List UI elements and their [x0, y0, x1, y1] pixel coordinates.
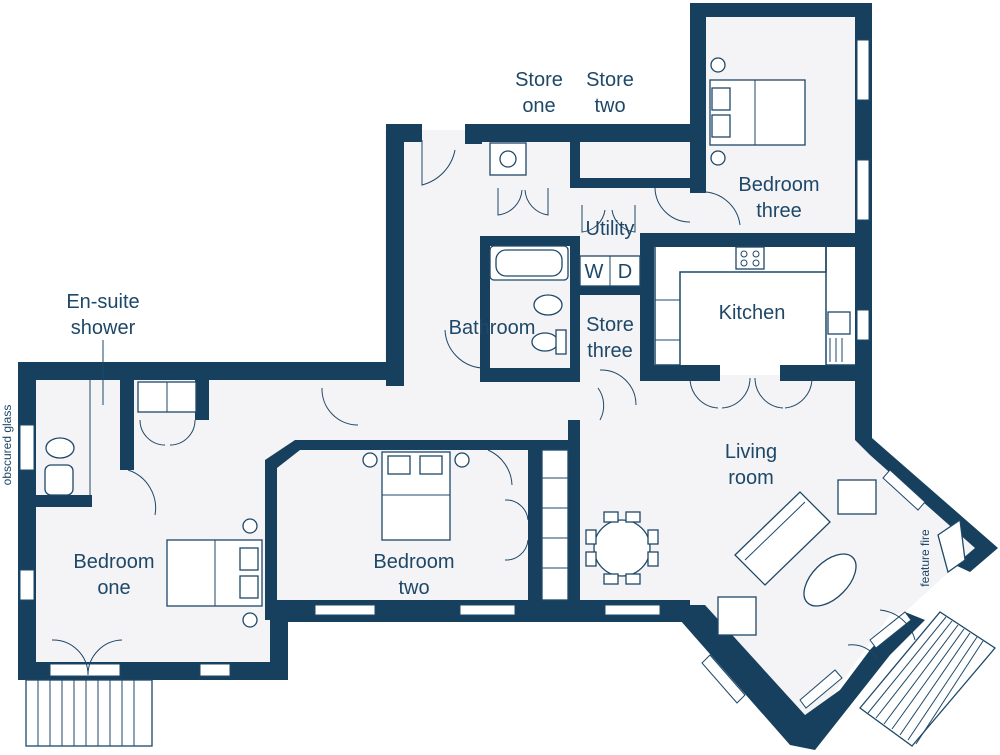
label-ensuite-2: shower	[71, 317, 136, 339]
balcony-decking	[25, 611, 996, 747]
label-store-one-1: Store	[515, 69, 563, 91]
label-utility: Utility	[586, 218, 635, 240]
ensuite-fixtures	[44, 380, 91, 496]
wardrobe-bedroom-one	[137, 381, 197, 413]
label-store-two-2: two	[594, 95, 625, 117]
label-living-room-2: room	[728, 467, 774, 489]
bed-bedroom-two	[362, 451, 470, 541]
armchair-bottom	[717, 596, 757, 636]
bed-bedroom-three	[709, 57, 806, 166]
label-bedroom-three-2: three	[756, 200, 802, 222]
label-bedroom-three-1: Bedroom	[738, 174, 819, 196]
bed-bedroom-one	[166, 518, 263, 628]
sofa	[734, 491, 831, 586]
label-obscured-glass: obscured glass	[0, 405, 14, 486]
room-labels: Store one Store two Bedroom three Utilit…	[0, 69, 932, 599]
label-bathroom: Bathroom	[449, 317, 536, 339]
label-store-two-1: Store	[586, 69, 634, 91]
kitchen-counters	[654, 246, 855, 366]
boiler-icon	[489, 142, 527, 176]
label-bedroom-two-2: two	[398, 577, 429, 599]
label-ensuite-1: En-suite	[66, 291, 139, 313]
label-bedroom-two-1: Bedroom	[373, 551, 454, 573]
label-feature-fire: feature fire	[918, 529, 932, 587]
label-bedroom-one-2: one	[97, 577, 130, 599]
label-dryer: D	[618, 261, 632, 283]
bathroom-fixtures	[531, 294, 567, 355]
label-kitchen: Kitchen	[719, 302, 786, 324]
dining-table	[585, 511, 659, 585]
armchair-top	[837, 479, 877, 515]
washer-dryer	[579, 255, 641, 287]
bathtub	[489, 245, 569, 281]
feature-fire-icon	[937, 518, 966, 574]
label-store-three-1: Store	[586, 314, 634, 336]
wardrobe-bedroom-two	[541, 449, 569, 601]
label-store-one-2: one	[522, 95, 555, 117]
label-bedroom-one-1: Bedroom	[73, 551, 154, 573]
label-living-room-1: Living	[725, 441, 777, 463]
windows	[19, 39, 926, 709]
coffee-table	[803, 553, 857, 607]
label-washer: W	[585, 261, 604, 283]
label-store-three-2: three	[587, 340, 633, 362]
door-swings	[51, 140, 916, 676]
